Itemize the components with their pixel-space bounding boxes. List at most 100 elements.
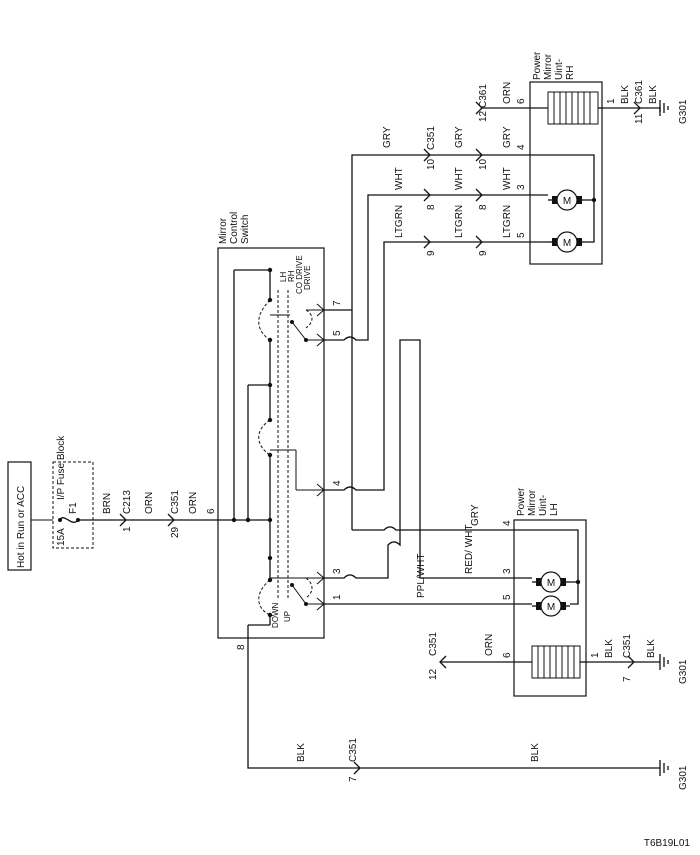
power-source-box [7, 461, 32, 571]
c351-lh-gnd-pin: 7 [622, 676, 633, 682]
c351-rh-gry-pin: 10 [426, 158, 437, 170]
wire-ltgrn-rh-3: LTGRN [502, 205, 513, 238]
ground-symbol-switch [659, 760, 669, 776]
mirror-lh-internal [514, 529, 586, 663]
c351-rh-wht-pin: 8 [426, 204, 437, 210]
ground-symbol-rh [659, 100, 669, 116]
switch-pin-5: 5 [332, 330, 343, 336]
rh-pin-3: 3 [516, 184, 527, 190]
connector-c213-pin: 1 [122, 526, 133, 532]
wire-blk-lh: BLK [604, 639, 615, 658]
switch-pin-1: 1 [332, 594, 343, 600]
wire-gry-rh-3: GRY [502, 126, 513, 148]
mirror-lh-heater [531, 645, 581, 679]
connector-c351-feed-mark [167, 513, 175, 527]
rh-inline-gry-pin: 10 [478, 158, 489, 170]
switch-select-rh: RH [287, 270, 296, 282]
c351-lh-gnd-mark [627, 655, 635, 669]
power-mirror-rh-box [529, 81, 603, 265]
figure-code: T6B19L01 [644, 838, 691, 849]
power-mirror-lh-box [513, 519, 587, 697]
c361-gnd: C361 [634, 80, 645, 104]
wire-wht-rh: WHT [394, 167, 405, 190]
rh-inline-wht-pin: 8 [478, 204, 489, 210]
rh-pin-5: 5 [516, 232, 527, 238]
switch-co-drive: CO DRIVE [295, 255, 304, 294]
c351-sw-gnd: C351 [348, 738, 359, 762]
lh-pin-5: 5 [502, 594, 513, 600]
ground-g301-lh: G301 [678, 659, 689, 684]
rh-pin-4: 4 [516, 144, 527, 150]
c351-lh-orn-pin: 12 [428, 668, 439, 680]
ground-symbol-lh [659, 654, 669, 670]
connector-c351-feed-pin: 29 [170, 526, 181, 538]
c361-gnd-mark [633, 101, 641, 115]
switch-pin-6: 6 [206, 508, 217, 514]
motor-icon: M [548, 189, 586, 211]
wire-blk-lh-2: BLK [646, 639, 657, 658]
wire-blk-sw-2: BLK [530, 743, 541, 762]
lh-pin-4: 4 [502, 520, 513, 526]
rh-inline-ltgrn-pin: 9 [478, 250, 489, 256]
wire-blk-rh: BLK [620, 85, 631, 104]
wire-orn-2: ORN [188, 492, 199, 514]
switch-select-lh: LH [279, 272, 288, 282]
wire-orn-lh: ORN [484, 634, 495, 656]
power-mirror-lh-label: PowerMirrorUint-LH [516, 487, 560, 516]
wire-blk-rh-2: BLK [648, 85, 659, 104]
fuse-rating: 15A [56, 528, 67, 546]
fuse-symbol [31, 517, 80, 523]
switch-down: DOWN [271, 602, 280, 628]
svg-text:M: M [563, 196, 571, 207]
connector-c213-mark [119, 513, 127, 527]
wire-brn: BRN [102, 493, 113, 514]
switch-up: UP [283, 611, 292, 622]
svg-text:M: M [563, 238, 571, 249]
rh-pin-1: 1 [606, 98, 617, 104]
wire-wht-rh-3: WHT [502, 167, 513, 190]
fuse-id: F1 [68, 502, 79, 514]
svg-text:M: M [547, 602, 555, 613]
wire-gry-rh-2: GRY [454, 126, 465, 148]
rh-pin-6: 6 [516, 98, 527, 104]
ground-g301-rh: G301 [678, 99, 689, 124]
mirror-rh-heater [547, 91, 599, 125]
motor-icon: M [548, 231, 586, 253]
connector-c351-rh-marks [423, 101, 483, 249]
c351-lh-gnd: C351 [622, 634, 633, 658]
rh-ground-wire [602, 107, 661, 112]
wire-orn-rh: ORN [502, 82, 513, 104]
lh-pin-6: 6 [502, 652, 513, 658]
connector-c351-feed: C351 [170, 490, 181, 514]
power-mirror-rh-label: PowerMirrorUint-RH [532, 51, 576, 80]
c351-lh-orn-mark [439, 655, 447, 669]
power-source-label: Hot in Run or ACC [16, 486, 27, 568]
c351-sw-gnd-pin: 7 [348, 776, 359, 782]
motor-icon: M [532, 595, 570, 617]
c361-gnd-pin: 11 [634, 113, 645, 124]
switch-internal-circuit [218, 267, 325, 636]
switch-pin-3: 3 [332, 568, 343, 574]
wire-ltgrn-rh: LTGRN [394, 205, 405, 238]
c361-orn-pin: 12 [478, 110, 489, 122]
fuse-block-name: I/P Fuse Block [56, 435, 67, 500]
wire-blk-sw: BLK [296, 743, 307, 762]
wire-gry-rh: GRY [382, 126, 393, 148]
lh-pin-3: 3 [502, 568, 513, 574]
interconnect-wires [324, 154, 530, 605]
switch-pin-8: 8 [236, 644, 247, 650]
fuse-block-box [52, 461, 94, 549]
wire-ltgrn-rh-2: LTGRN [454, 205, 465, 238]
switch-ground-wire [247, 636, 660, 769]
c351-rh-ltgrn-pin: 9 [426, 250, 437, 256]
c351-rh-gry: C351 [426, 126, 437, 150]
wire-orn-1: ORN [144, 492, 155, 514]
c351-sw-gnd-mark [353, 761, 361, 775]
connector-c213: C213 [122, 490, 133, 514]
lh-pin-1: 1 [590, 652, 601, 658]
motor-icon: M [532, 571, 570, 593]
switch-drive: DRIVE [303, 266, 312, 290]
ground-g301-switch: G301 [678, 765, 689, 790]
wire-gry-lh: GRY [470, 504, 481, 526]
